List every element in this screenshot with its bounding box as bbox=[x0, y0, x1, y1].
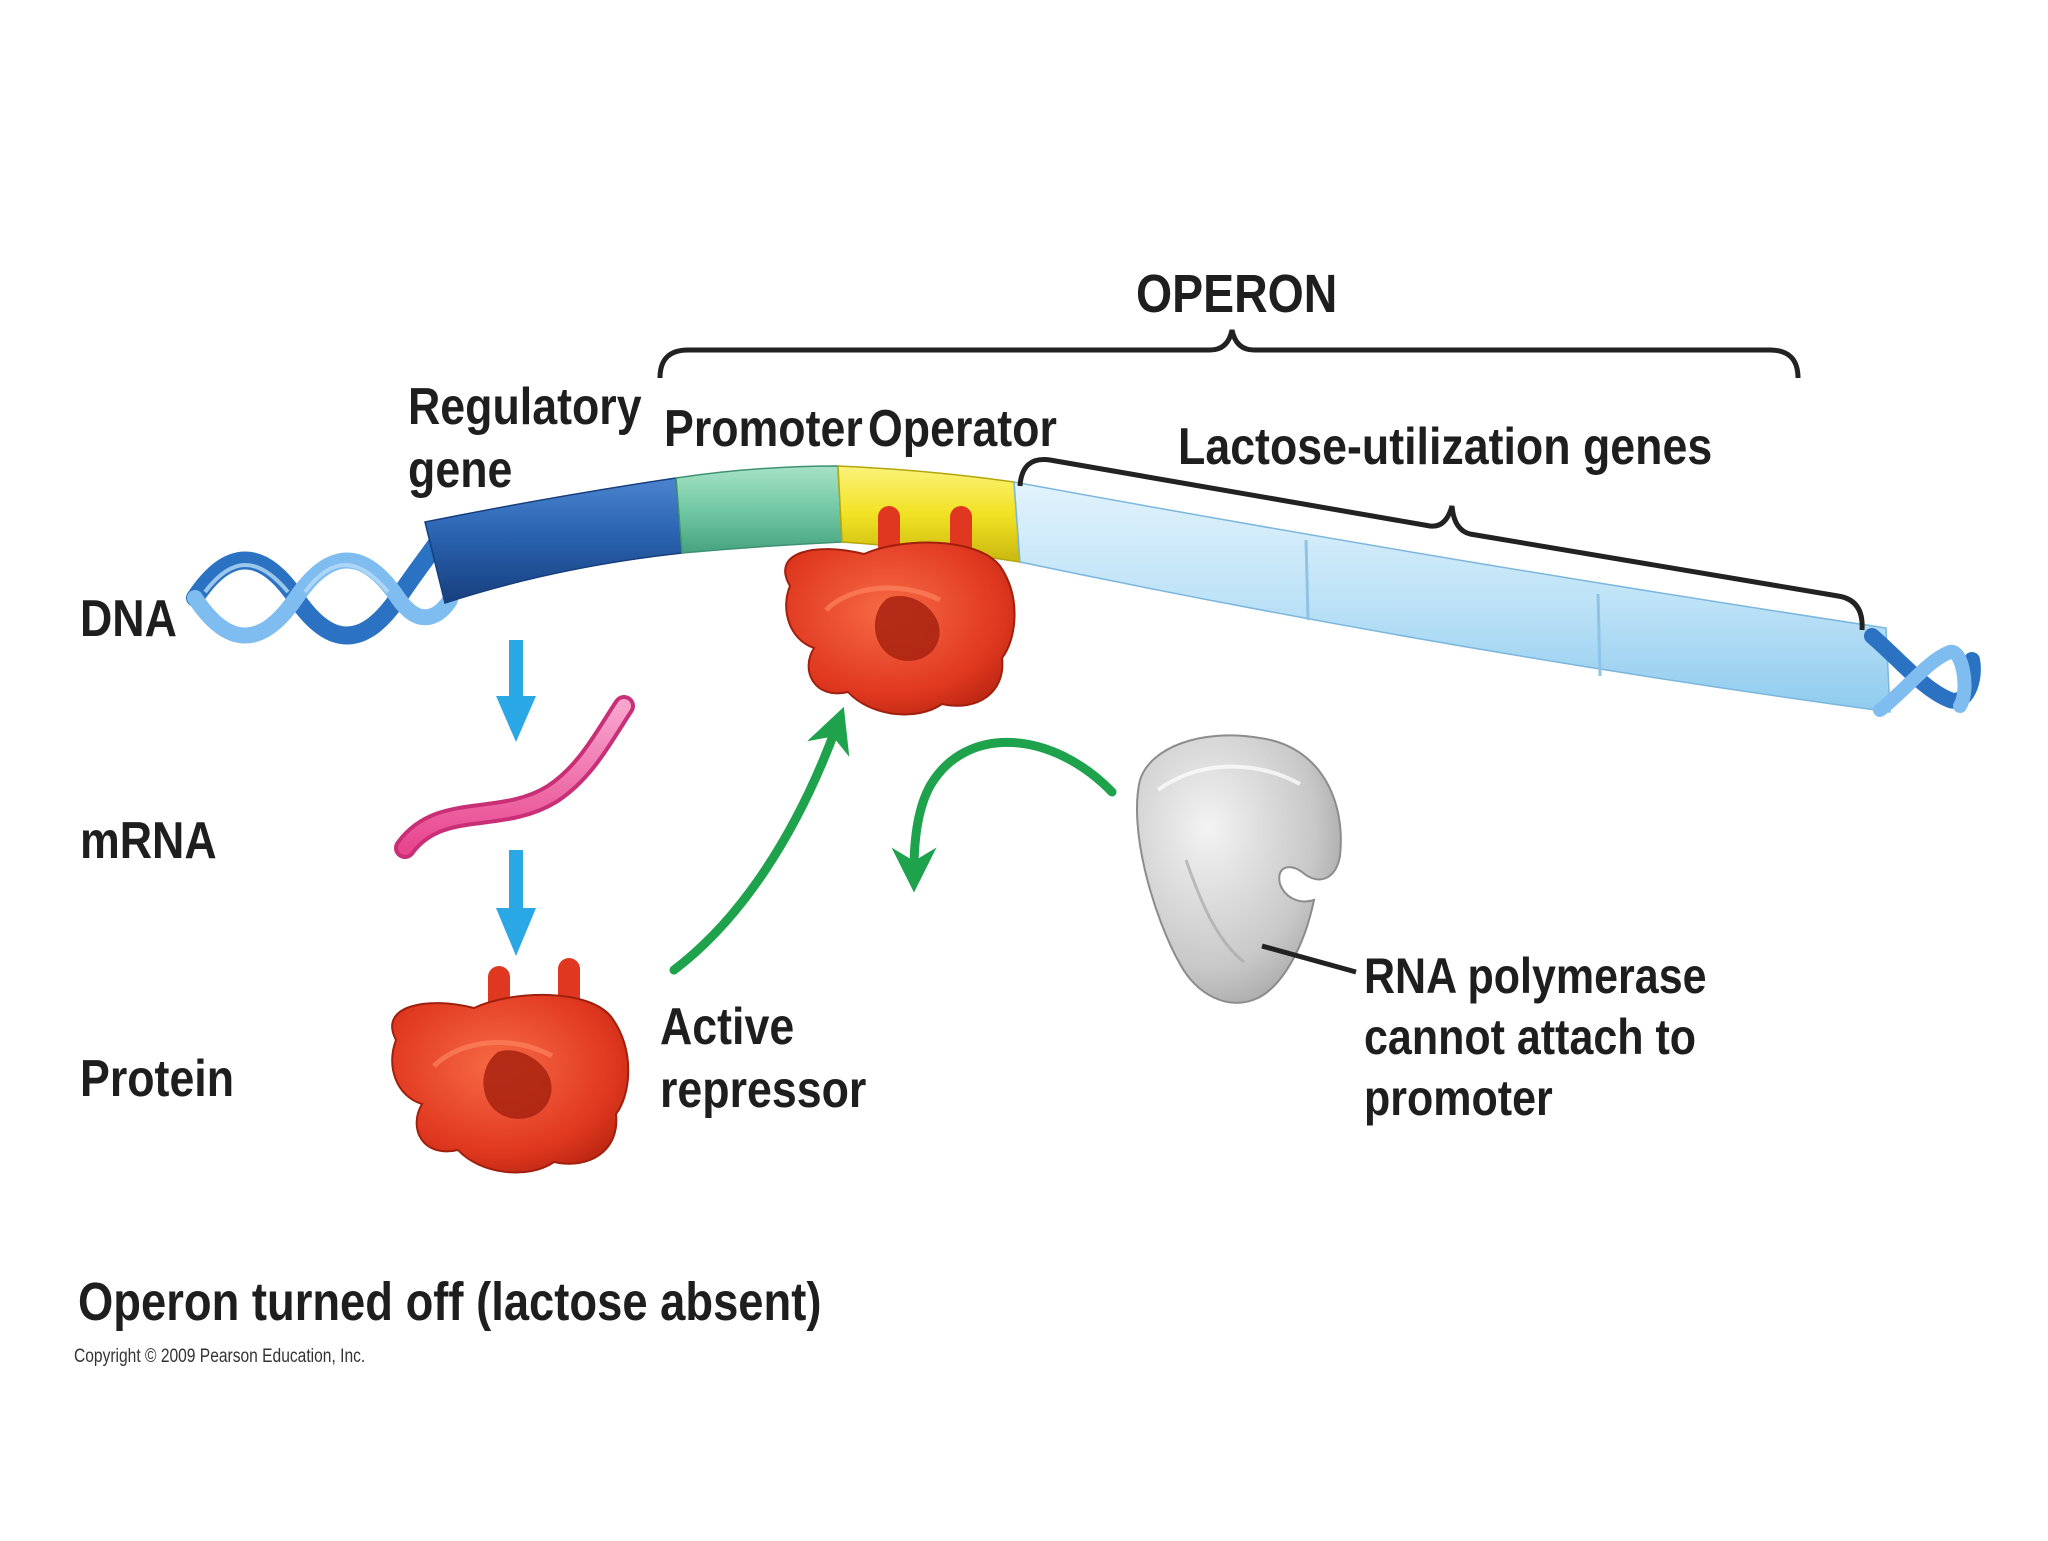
lactose-genes-segment bbox=[1013, 481, 1891, 713]
repressor-binding-arrow bbox=[669, 706, 850, 975]
regulatory-gene-label: Regulatory gene bbox=[408, 378, 642, 500]
promoter-label: Promoter bbox=[664, 400, 863, 458]
rna-polymerase-label: RNA polymerase cannot attach to promoter bbox=[1364, 948, 1707, 1126]
lactose-genes-label: Lactose-utilization genes bbox=[1178, 418, 1713, 476]
bound-repressor bbox=[784, 506, 1016, 716]
lactose-genes-bracket bbox=[1017, 457, 1865, 631]
dna-helix-right bbox=[1864, 628, 1981, 717]
gene-divider-1 bbox=[1304, 539, 1310, 621]
dna-helix-left bbox=[186, 523, 458, 645]
rna-polymerase-leader-line bbox=[1261, 943, 1357, 975]
operon-bracket bbox=[657, 329, 1801, 379]
operator-label: Operator bbox=[868, 400, 1057, 458]
active-repressor-label: Active repressor bbox=[660, 998, 867, 1120]
polymerase-blocked-arrow bbox=[891, 738, 1117, 893]
operon-label: OPERON bbox=[1136, 264, 1338, 324]
dna-label: DNA bbox=[80, 590, 177, 648]
copyright-notice: Copyright © 2009 Pearson Education, Inc. bbox=[74, 1346, 366, 1367]
promoter-segment bbox=[675, 465, 843, 554]
rna-polymerase bbox=[1136, 734, 1342, 1004]
protein-label: Protein bbox=[80, 1050, 235, 1108]
translation-arrow bbox=[496, 850, 536, 956]
free-repressor-protein bbox=[391, 958, 630, 1174]
figure-caption: Operon turned off (lactose absent) bbox=[78, 1272, 822, 1332]
gene-divider-2 bbox=[1596, 593, 1602, 677]
transcription-arrow bbox=[496, 640, 536, 742]
mrna-label: mRNA bbox=[80, 812, 217, 870]
